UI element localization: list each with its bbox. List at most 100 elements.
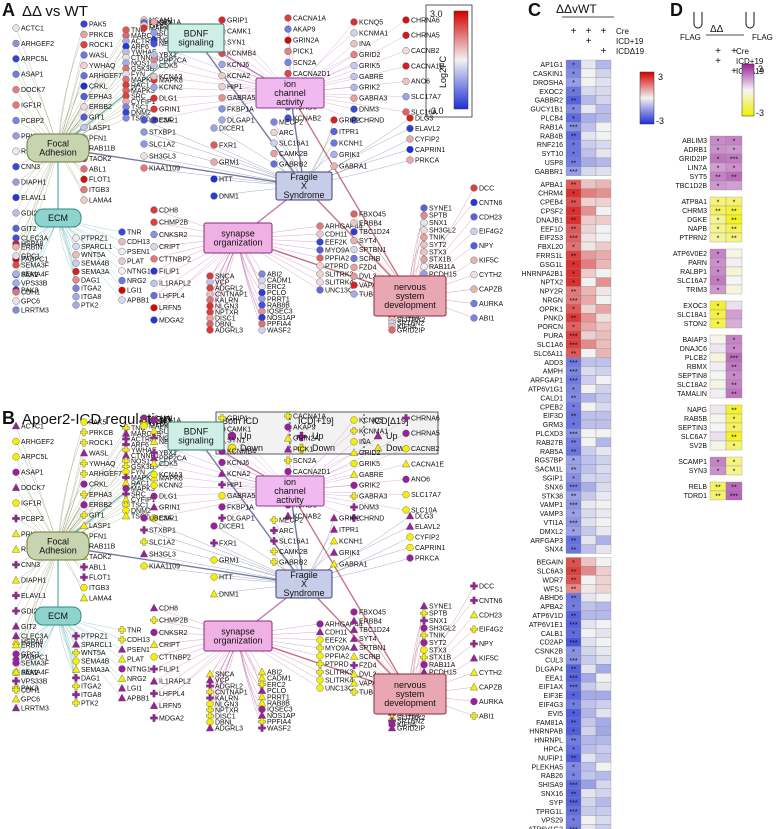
d-gene-label: SYN3 [689,468,707,475]
c-sign: + [571,26,577,37]
c-gene-label: SYP [549,800,563,807]
gene-label: CNTNAP1 [215,291,248,298]
gene-label: PFN1 [89,533,107,540]
gene-label: GPC1 [21,651,40,658]
gene-label: DICER1 [219,125,245,132]
gene-label: FBXO45 [359,609,386,616]
gene-node [118,635,126,644]
gene-node [118,296,126,304]
gene-label: CAPZB [479,287,503,294]
c-cell [595,464,612,474]
gene-label: CACNA1E [411,63,444,70]
gene-label: SLITRK2 [397,317,426,324]
gene-label: FBXO45 [359,211,386,218]
gene-label: DLG1 [159,96,177,103]
c-star: * [572,280,575,287]
gene-node [316,644,324,652]
hub-label: system [396,291,425,301]
gene-node [12,607,20,615]
d-star: * [733,417,736,424]
gene-label: ELAVL1 [21,195,46,202]
c-gene-label: SNX4 [545,547,563,554]
gene-label: KCNMA1 [359,30,388,37]
gene-node [210,124,218,132]
gene-node [150,416,158,424]
gene-label: RAB8B [267,701,290,708]
gene-label: CDLK5 [149,20,172,27]
gene-label: CACNA2D1 [293,71,330,78]
gene-node [420,661,428,669]
gene-label: NUMBL [397,712,422,719]
gene-node [80,113,88,121]
c-gene-label: PLCXD3 [536,431,563,438]
gene-node [79,593,89,602]
gene-node [72,682,80,691]
hub-label: organization [213,636,262,646]
c-cell [580,717,597,727]
hub-label: X [301,579,307,589]
gene-node [420,631,428,640]
gene-node [283,433,293,442]
gene-label: CAMK2B [279,151,308,158]
gene-node [80,186,88,194]
d-star: ** [715,175,721,182]
gene-label: SPTBN2 [397,321,424,328]
gene-label: KCNN2 [159,85,183,92]
d-star: * [717,322,720,329]
gene-label: FXR1 [219,540,237,547]
d-cell [709,422,727,433]
gene-label: ITGA2 [81,286,101,293]
gene-node [12,101,20,109]
c-star: * [572,711,575,718]
d-star: * [733,347,736,354]
c-sign: + [586,26,592,37]
gene-label: TUBB2B [359,291,387,298]
c-scale-max: 3 [658,72,663,82]
gene-label: CACNA2D1 [293,469,330,476]
c-cell [580,139,597,150]
gene-label: GABRB2 [279,161,308,168]
gene-label: GRIP2 [339,117,360,124]
gene-label: CYFIP2 [415,534,440,541]
c-cell [580,166,597,176]
gene-node [80,563,88,571]
c-cell [595,717,612,727]
gene-label: GRID2IP [397,725,425,732]
gene-node [209,589,219,598]
gene-label: SNCA [215,273,235,280]
gene-node [316,652,324,660]
gene-node [420,616,428,625]
c-cell [595,330,612,341]
gene-node [118,247,126,256]
gene-label: GABRE [359,74,384,81]
gene-node [470,639,478,648]
gene-node [402,47,410,55]
gene-node [150,481,158,489]
gene-label: ERBB4 [359,220,382,227]
legend-col-p19: ICD[+19] [298,416,334,426]
gene-node [420,226,428,234]
hub-label: signaling [178,436,214,446]
gene-label: GRIK5 [359,461,380,468]
gene-label: TAOK2 [89,554,112,561]
gene-label: CRKL [89,84,108,91]
gene-node [150,29,158,37]
gene-node [118,267,126,275]
d-gene-label: CHRM3 [682,208,707,215]
gene-node [206,284,214,292]
c-gene-label: APBA2 [540,604,563,611]
gene-node [330,116,338,124]
c-star: *** [569,782,577,789]
c-star: ** [571,720,577,727]
gene-node [118,626,126,634]
gene-node [402,414,410,422]
gene-label: ERBB4 [359,618,382,625]
c-cell [595,122,612,132]
gene-label: KCNMA1 [359,428,388,435]
c-gene-label: HNRNPL [534,738,563,745]
d-cell [709,388,727,399]
gene-node [350,72,358,81]
gene-label: IGF1R [21,500,42,507]
gene-node [12,234,20,242]
gene-node [470,242,478,250]
